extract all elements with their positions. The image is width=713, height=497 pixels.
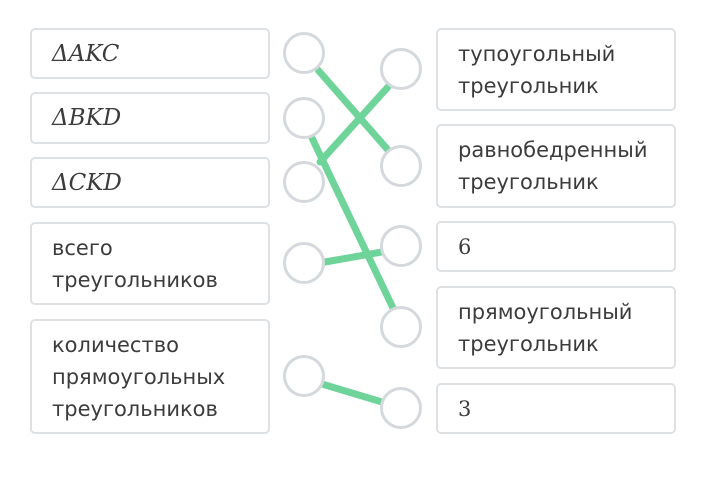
left-connector-right-count[interactable] [283,355,325,397]
right-item-label: прямоугольный треугольник [458,299,633,356]
right-item-six[interactable]: 6 [436,221,676,272]
left-connector-total[interactable] [283,242,325,284]
left-connector-bkd[interactable] [283,97,325,139]
right-item-three[interactable]: 3 [436,383,676,434]
left-item-akc[interactable]: ΔAKC [30,28,270,79]
right-item-obtuse[interactable]: тупоугольный треугольник [436,28,676,111]
left-item-right-count[interactable]: количество прямоугольных треугольников [30,319,270,434]
left-item-label: ΔAKC [52,40,120,67]
right-item-label: тупоугольный треугольник [458,41,616,98]
left-item-label: всего треугольников [52,235,218,292]
connection-line-bkd-right [308,134,397,312]
left-item-label: количество прямоугольных треугольников [52,332,226,421]
connection-line-ckd-obtuse [316,83,392,166]
connection-line-right_count-three [318,380,386,406]
right-item-label: 6 [458,234,472,259]
connection-line-total-six [321,248,386,266]
right-item-label: равнобедренный треугольник [458,138,648,194]
left-item-label: ΔCKD [52,169,122,196]
right-connector-obtuse[interactable] [380,48,422,90]
left-connector-ckd[interactable] [283,161,325,203]
left-item-label: ΔBKD [52,105,122,131]
left-connector-akc[interactable] [283,32,325,74]
right-connector-right[interactable] [380,306,422,348]
right-connector-three[interactable] [380,387,422,429]
right-connector-six[interactable] [380,225,422,267]
left-item-bkd[interactable]: ΔBKD [30,92,270,144]
right-item-right[interactable]: прямоугольный треугольник [436,286,676,369]
left-item-total[interactable]: всего треугольников [30,222,270,305]
right-item-isosceles[interactable]: равнобедренный треугольник [436,124,676,208]
connection-line-akc-isosceles [314,66,392,154]
right-connector-isosceles[interactable] [380,145,422,187]
left-item-ckd[interactable]: ΔCKD [30,157,270,208]
right-item-label: 3 [458,396,472,421]
